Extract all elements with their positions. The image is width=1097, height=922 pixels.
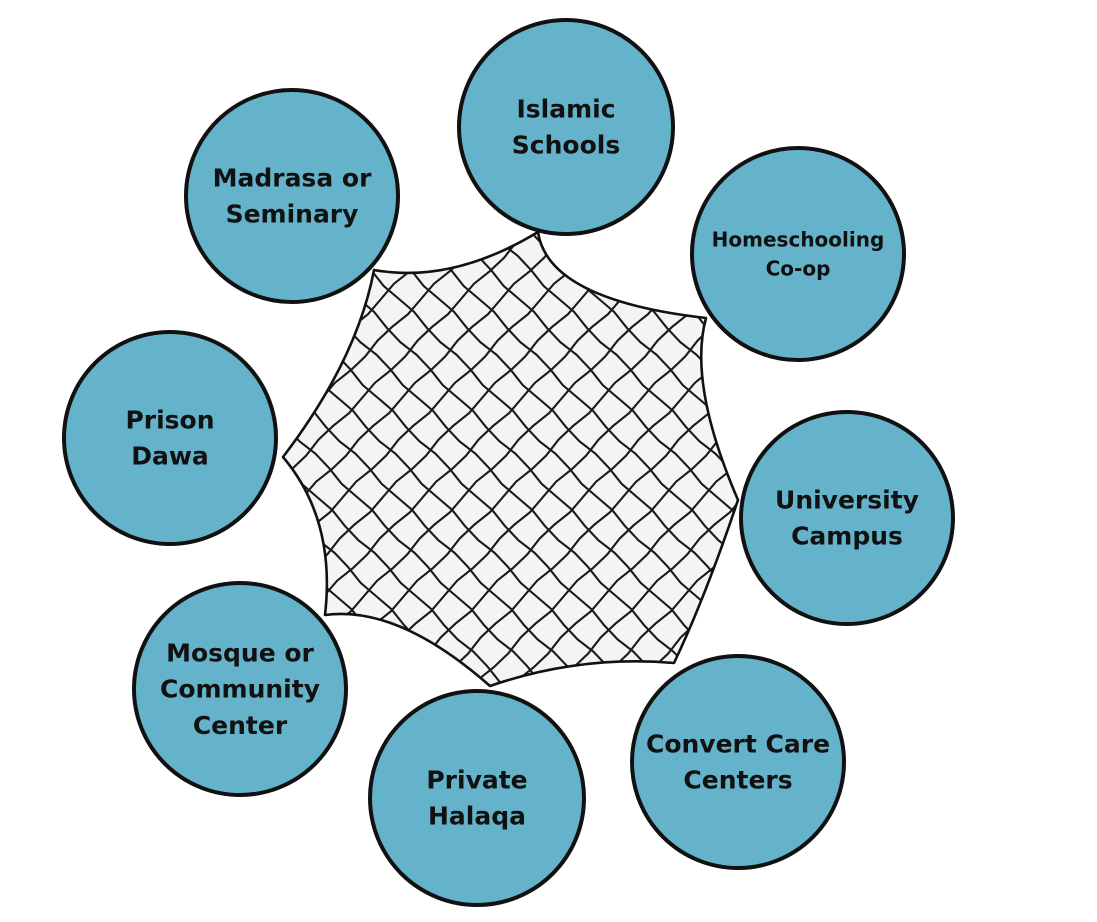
mesh-wire	[379, 232, 738, 686]
mesh-wire	[283, 232, 681, 686]
node-label-line: Islamic	[516, 94, 615, 123]
node-circle	[630, 654, 846, 870]
node-circle	[62, 330, 278, 546]
node-circle	[739, 410, 955, 626]
node-label-line: Centers	[683, 766, 792, 795]
node-circle	[368, 689, 586, 907]
mesh-wire	[499, 232, 738, 686]
mesh-wire	[283, 232, 561, 686]
node-label-line: Homeschooling	[712, 228, 885, 252]
mesh-wire	[283, 232, 641, 686]
mesh-wire	[283, 232, 601, 686]
mesh-wire	[419, 232, 738, 686]
node-label-line: Convert Care	[646, 729, 830, 758]
mesh-wire	[394, 232, 738, 686]
mesh-wire	[283, 232, 481, 686]
node-label-line: Co-op	[766, 257, 831, 281]
net-outline	[281, 230, 740, 688]
node-label-line: Community	[160, 675, 320, 704]
node-label-line: Halaqa	[428, 802, 526, 831]
node-label-line: Seminary	[226, 200, 359, 229]
node-circle	[184, 88, 400, 304]
node-label-line: Campus	[791, 522, 903, 551]
mesh-wire	[299, 232, 738, 686]
mesh-wire	[434, 232, 738, 686]
node-label-line: Schools	[512, 131, 620, 160]
mesh-wire	[459, 232, 738, 686]
node-label-line: Dawa	[131, 442, 209, 471]
node-circle	[690, 146, 906, 362]
mesh-wire	[283, 232, 521, 686]
node-label-line: University	[775, 485, 919, 514]
net-background	[283, 232, 738, 686]
node-label-line: Center	[193, 711, 288, 740]
node-label-line: Mosque or	[166, 638, 314, 667]
node-group: IslamicSchoolsHomeschoolingCo-opUniversi…	[62, 18, 955, 907]
node-madrasa-seminary: Madrasa or Seminary	[184, 88, 400, 304]
node-label-line: Prison	[125, 405, 214, 434]
node-circle	[132, 581, 348, 797]
mesh-wire	[339, 232, 738, 686]
node-label-line: Private	[426, 765, 527, 794]
node-label-line: Madrasa or	[213, 163, 372, 192]
node-circle	[457, 18, 675, 236]
mesh-wire	[283, 232, 627, 686]
